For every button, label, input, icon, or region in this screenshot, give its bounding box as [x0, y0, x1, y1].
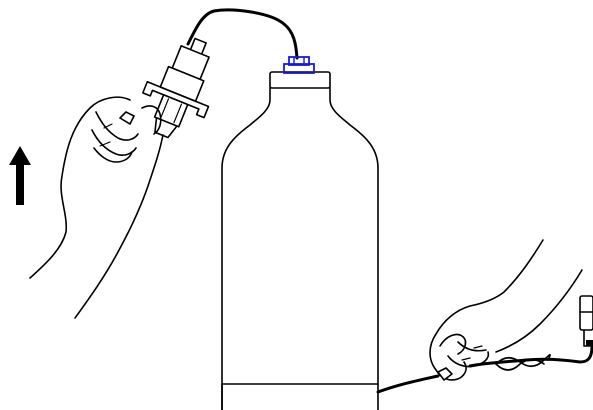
- arrow-up-icon: [9, 146, 31, 205]
- hand-holding-connector: [30, 97, 163, 318]
- quick-connect-fitting: [131, 28, 230, 147]
- bottle: [222, 72, 378, 410]
- power-cable: [378, 346, 592, 392]
- bottle-cap: [284, 57, 314, 73]
- tube: [188, 10, 297, 58]
- power-adapter: [580, 296, 593, 346]
